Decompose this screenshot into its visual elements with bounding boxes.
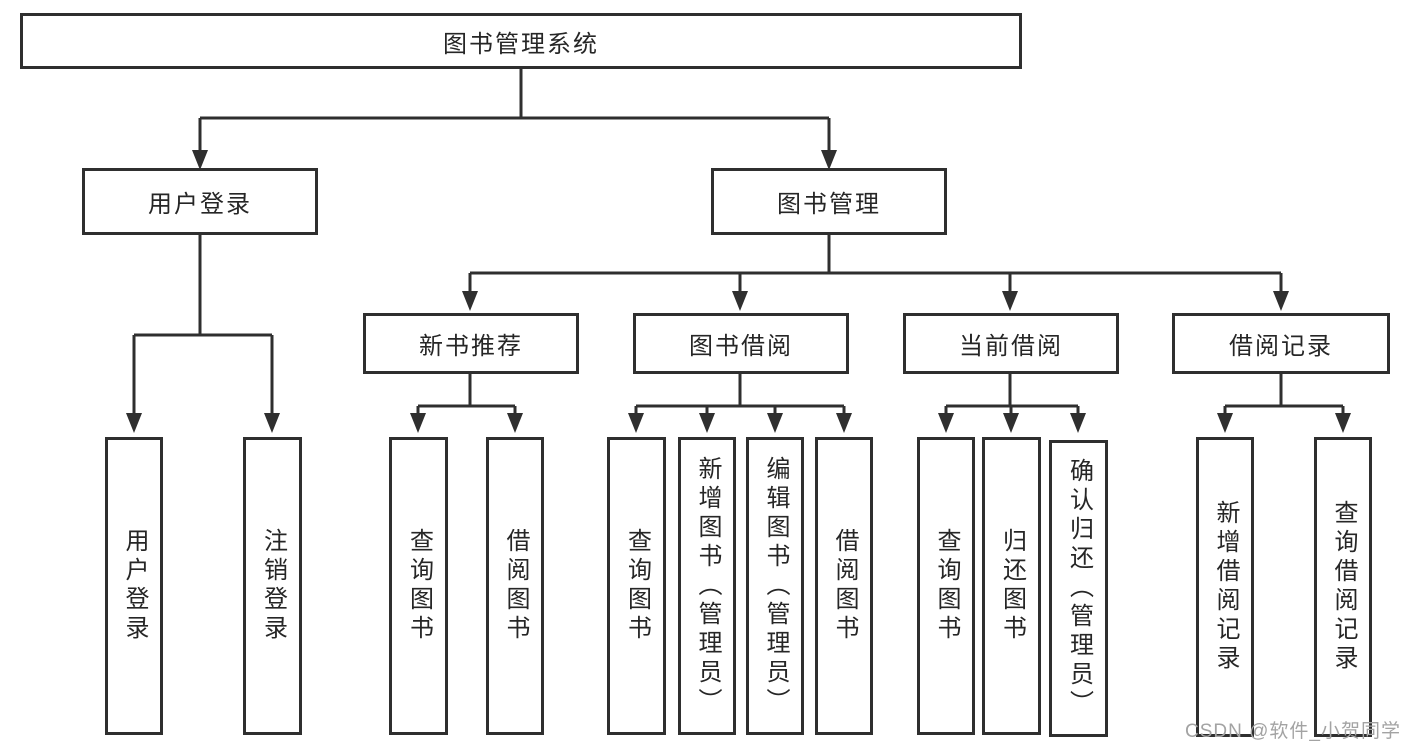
leaf-query-books-newbooks: 查询图书 (389, 437, 448, 735)
leaf-logout: 注销登录 (243, 437, 302, 735)
leaf-confirm-return-admin: 确认归还（管理员） (1049, 440, 1108, 737)
leaf-user-login: 用户登录 (105, 437, 163, 735)
connector-newbooks-to-leaves (416, 374, 517, 417)
leaf-query-books-borrow: 查询图书 (607, 437, 666, 735)
watermark: CSDN @软件_小贺同学 (1185, 721, 1401, 742)
leaf-query-books-current: 查询图书 (917, 437, 975, 735)
node-library-management-system: 图书管理系统 (20, 13, 1022, 69)
connector-bookmgmt-to-level2 (468, 235, 1283, 294)
node-borrow-records: 借阅记录 (1172, 313, 1390, 374)
node-book-management: 图书管理 (711, 168, 947, 235)
connector-bookborrow-to-leaves (634, 374, 846, 417)
leaf-borrow-books-borrow: 借阅图书 (815, 437, 873, 735)
connector-currentborrow-to-leaves (944, 374, 1080, 417)
node-user-login: 用户登录 (82, 168, 318, 235)
leaf-add-book-admin: 新增图书（管理员） (678, 437, 736, 735)
arrowheads (126, 150, 1351, 433)
connector-userlogin-to-leaves (132, 235, 274, 417)
node-book-borrowing: 图书借阅 (633, 313, 849, 374)
node-new-book-recommendation: 新书推荐 (363, 313, 579, 374)
node-current-borrowing: 当前借阅 (903, 313, 1119, 374)
leaf-borrow-books-newbooks: 借阅图书 (486, 437, 544, 735)
leaf-add-borrow-record: 新增借阅记录 (1196, 437, 1254, 737)
connector-root-to-level1 (198, 69, 831, 152)
leaf-query-borrow-record: 查询借阅记录 (1314, 437, 1372, 737)
leaf-edit-book-admin: 编辑图书（管理员） (746, 437, 804, 735)
connector-records-to-leaves (1223, 374, 1345, 417)
leaf-return-books: 归还图书 (982, 437, 1041, 735)
